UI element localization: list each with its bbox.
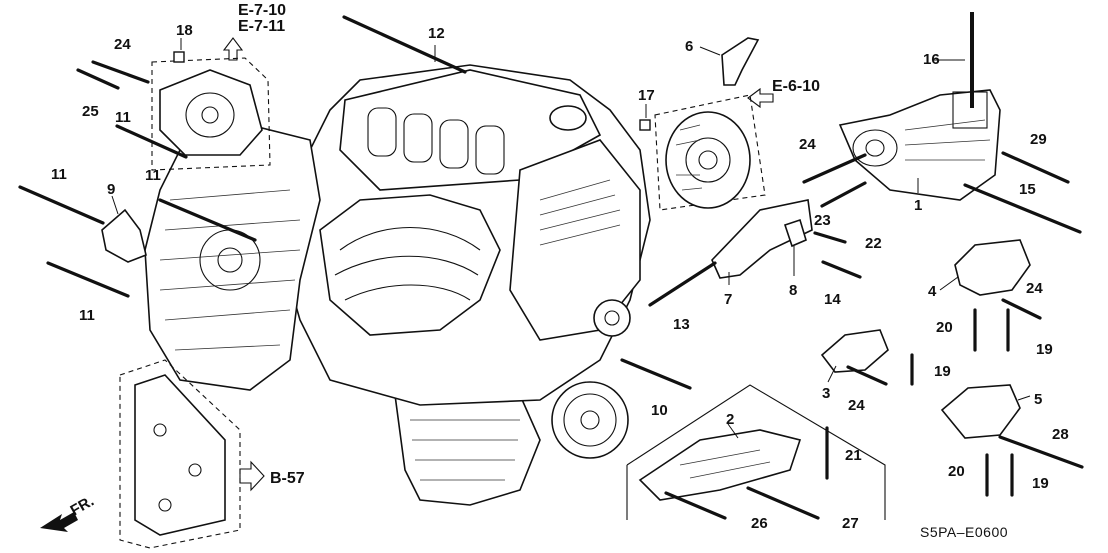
callout-29: 29: [1030, 131, 1047, 148]
nut-18: [173, 51, 185, 63]
bracket-9: [101, 208, 147, 263]
bolt-11-d: [158, 198, 257, 242]
callout-20-a: 20: [936, 319, 953, 336]
callout-5: 5: [1034, 391, 1042, 408]
rear-plate-assembly: [119, 359, 241, 549]
stiffener-2-box: [626, 384, 886, 520]
callout-19-b: 19: [934, 363, 951, 380]
callout-17: 17: [638, 87, 655, 104]
callout-1: 1: [914, 197, 922, 214]
callout-15: 15: [1019, 181, 1036, 198]
callout-25: 25: [82, 103, 99, 120]
arrow-left-icon: [747, 87, 774, 109]
bolt-15: [963, 183, 1082, 234]
callout-10: 10: [651, 402, 668, 419]
mount-bracket-5: [940, 384, 1021, 439]
callout-7: 7: [724, 291, 732, 308]
callout-20-b: 20: [948, 463, 965, 480]
callout-8: 8: [789, 282, 797, 299]
arrow-up-icon: [222, 37, 244, 61]
callout-2: 2: [726, 411, 734, 428]
callout-11-d: 11: [115, 109, 131, 126]
bolt-29: [1001, 151, 1070, 184]
starter-assembly: [151, 57, 271, 171]
callout-26: 26: [751, 515, 768, 532]
reference-labels: E-7-10 E-7-11 E-6-10 B-57 FR. S5PA–E0600: [68, 2, 1008, 540]
bolt-14: [821, 260, 862, 279]
bolt-12: [342, 15, 467, 74]
part-callouts: 1 2 3 4 5 6 7 8 9 10 11 11 11 11 12 13 1…: [51, 22, 1069, 532]
bolt-28: [998, 435, 1084, 469]
callout-22: 22: [865, 235, 882, 252]
bolts: [18, 15, 1084, 520]
bolt-27: [746, 486, 820, 520]
belt-part-6: [721, 37, 760, 86]
bolt-24-d: [846, 365, 888, 386]
callout-3: 3: [822, 385, 830, 402]
callout-16: 16: [923, 51, 940, 68]
bolt-25: [76, 68, 120, 90]
callout-11-a: 11: [145, 167, 161, 184]
bolt-11-c: [46, 261, 130, 298]
ref-b-57: B-57: [270, 470, 305, 487]
reference-arrows: [40, 37, 774, 532]
nut-17: [639, 119, 651, 131]
callout-24-b: 24: [799, 136, 816, 153]
callout-14: 14: [824, 291, 841, 308]
callout-13: 13: [673, 316, 690, 333]
front-arrow-icon: [40, 512, 78, 532]
engine-mount-1: [838, 89, 1001, 201]
engine-assembly: [279, 64, 651, 506]
callout-19-a: 19: [1036, 341, 1053, 358]
callout-27: 27: [842, 515, 859, 532]
bolt-24-c: [1001, 298, 1042, 320]
bracket-8: [783, 218, 807, 248]
callout-19-c: 19: [1032, 475, 1049, 492]
ref-e-6-10: E-6-10: [772, 78, 820, 95]
callout-11-b: 11: [51, 166, 67, 183]
transmission-assembly: [144, 124, 321, 391]
callout-6: 6: [685, 38, 693, 55]
bolt-22: [813, 231, 847, 244]
alternator-assembly: [654, 94, 766, 211]
callout-21: 21: [845, 447, 862, 464]
callout-28: 28: [1052, 426, 1069, 443]
ref-e-7-11: E-7-11: [238, 18, 285, 35]
callout-24-d: 24: [848, 397, 865, 414]
callout-11-c: 11: [79, 307, 95, 324]
bolt-13: [648, 261, 717, 307]
leader-lines: [111, 38, 1031, 439]
nuts: [173, 51, 651, 131]
bolt-10: [620, 358, 692, 390]
catalog-code: S5PA–E0600: [920, 524, 1008, 540]
mount-bracket-3: [820, 329, 889, 373]
callout-9: 9: [107, 181, 115, 198]
ref-e-7-10: E-7-10: [238, 2, 286, 19]
callout-23: 23: [814, 212, 831, 229]
callout-24-c: 24: [1026, 280, 1043, 297]
callout-18: 18: [176, 22, 193, 39]
callout-24-a: 24: [114, 36, 131, 53]
bolt-26: [664, 491, 727, 520]
bolt-24-a: [91, 60, 150, 84]
arrow-right-icon: [239, 460, 265, 492]
bolt-23: [820, 181, 867, 208]
bolt-24-b: [802, 153, 867, 184]
bolt-11-a: [115, 124, 188, 159]
callout-12: 12: [428, 25, 445, 42]
mount-bracket-4: [954, 239, 1031, 296]
bolt-11-b: [18, 185, 105, 225]
callout-4: 4: [928, 283, 937, 300]
